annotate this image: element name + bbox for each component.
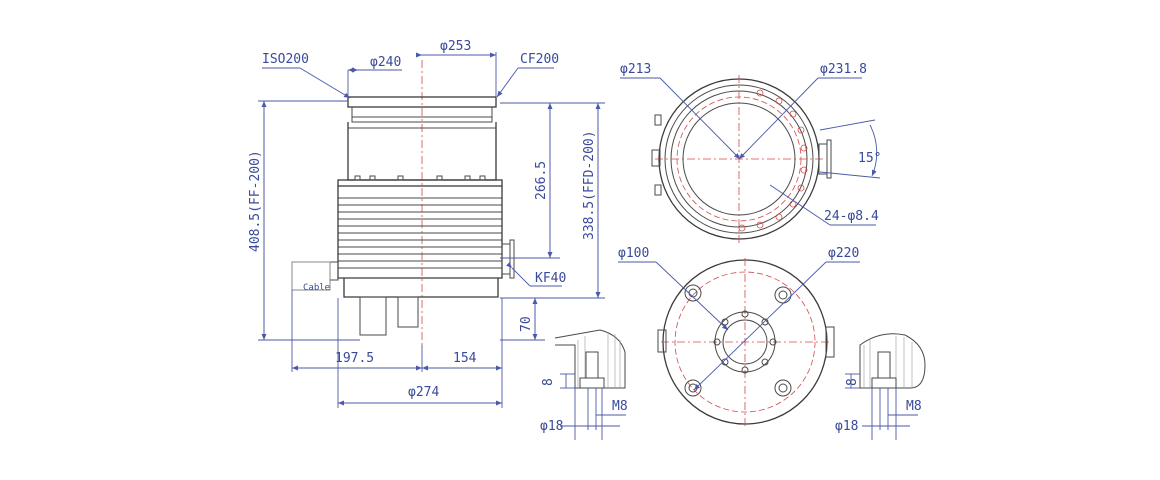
bottom-view: φ100 φ220: [618, 246, 860, 428]
top-view: φ213 φ231.8 15° 24-φ8.4: [620, 62, 881, 243]
detail-left-phi18-label: φ18: [540, 419, 563, 434]
detail-left-8-label: 8: [541, 378, 556, 386]
detail-right-m8-label: M8: [906, 399, 922, 414]
angle15-label: 15°: [858, 151, 881, 166]
cooling-fins: [338, 197, 502, 269]
w197-label: 197.5: [335, 351, 374, 366]
cable-label: Cable: [303, 283, 330, 293]
h70-label: 70: [519, 316, 534, 332]
h408-label: 408.5(FF-200): [248, 150, 263, 252]
detail-right-phi18-label: φ18: [835, 419, 858, 434]
h266-label: 266.5: [534, 161, 549, 200]
phi240-label: φ240: [370, 55, 401, 70]
w154-label: 154: [453, 351, 477, 366]
h338-label: 338.5(FFD-200): [582, 130, 597, 240]
phi100-label: φ100: [618, 246, 649, 261]
detail-right-8-label: 8: [845, 378, 860, 386]
detail-right: 8 φ18 M8: [835, 333, 926, 440]
detail-left: 8 φ18 M8: [540, 329, 628, 440]
cf200-label: CF200: [520, 52, 559, 67]
bolt-holes: [738, 89, 808, 232]
holes24-label: 24-φ8.4: [824, 209, 879, 224]
detail-left-m8-label: M8: [612, 399, 628, 414]
phi274-label: φ274: [408, 385, 439, 400]
phi231-label: φ231.8: [820, 62, 867, 77]
side-view: Cable φ240 φ253 ISO200 CF200 266.5 338.5…: [248, 39, 605, 408]
phi213-label: φ213: [620, 62, 651, 77]
iso200-label: ISO200: [262, 52, 309, 67]
kf40-label: KF40: [535, 271, 566, 286]
phi220-label: φ220: [828, 246, 859, 261]
phi253-label: φ253: [440, 39, 471, 54]
